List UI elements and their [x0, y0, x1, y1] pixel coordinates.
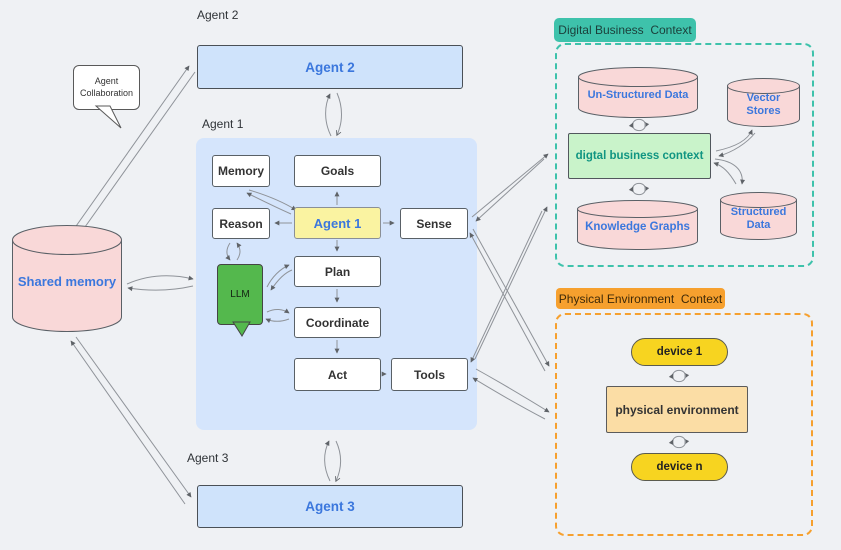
vector-stores-label: Vector Stores [746, 92, 781, 117]
llm-bubble: LLM [217, 264, 263, 325]
knowledge-graphs-label: Knowledge Graphs [585, 221, 690, 234]
agent2-outer-label: Agent 2 [197, 8, 239, 22]
reason-box: Reason [212, 208, 270, 239]
agent1-outer-label: Agent 1 [202, 117, 244, 131]
agent3-outer-label: Agent 3 [187, 451, 229, 465]
agent3-box: Agent 3 [197, 485, 463, 528]
digital-context-header: Digital Business Context [554, 18, 696, 42]
tools-box: Tools [391, 358, 468, 391]
structured-data-cylinder: Structured Data [720, 192, 797, 240]
physical-environment-box: physical environment [606, 386, 748, 433]
device-n-pill: device n [631, 453, 728, 481]
knowledge-graphs-cylinder: Knowledge Graphs [577, 200, 698, 250]
unstructured-data-cylinder: Un-Structured Data [578, 67, 698, 118]
shared-memory-label: Shared memory [17, 274, 117, 290]
physical-context-header: Physical Environment Context [556, 288, 725, 309]
digital-business-context-box: digtal business context [568, 133, 711, 179]
structured-data-label: Structured Data [730, 205, 787, 231]
vector-stores-cylinder: Vector Stores [727, 78, 800, 127]
digital-business-context-container [555, 43, 814, 267]
plan-box: Plan [294, 256, 381, 287]
memory-box: Memory [212, 155, 270, 187]
sense-box: Sense [400, 208, 468, 239]
agent2-box: Agent 2 [197, 45, 463, 89]
act-box: Act [294, 358, 381, 391]
device-1-pill: device 1 [631, 338, 728, 366]
unstructured-data-label: Un-Structured Data [587, 88, 689, 101]
physical-environment-context-container [555, 313, 813, 536]
agent1-core-box: Agent 1 [294, 207, 381, 239]
goals-box: Goals [294, 155, 381, 187]
shared-memory-cylinder: Shared memory [12, 225, 122, 332]
agent-collaboration-note: Agent Collaboration [73, 65, 140, 110]
connectors [70, 65, 756, 505]
coordinate-box: Coordinate [294, 307, 381, 338]
